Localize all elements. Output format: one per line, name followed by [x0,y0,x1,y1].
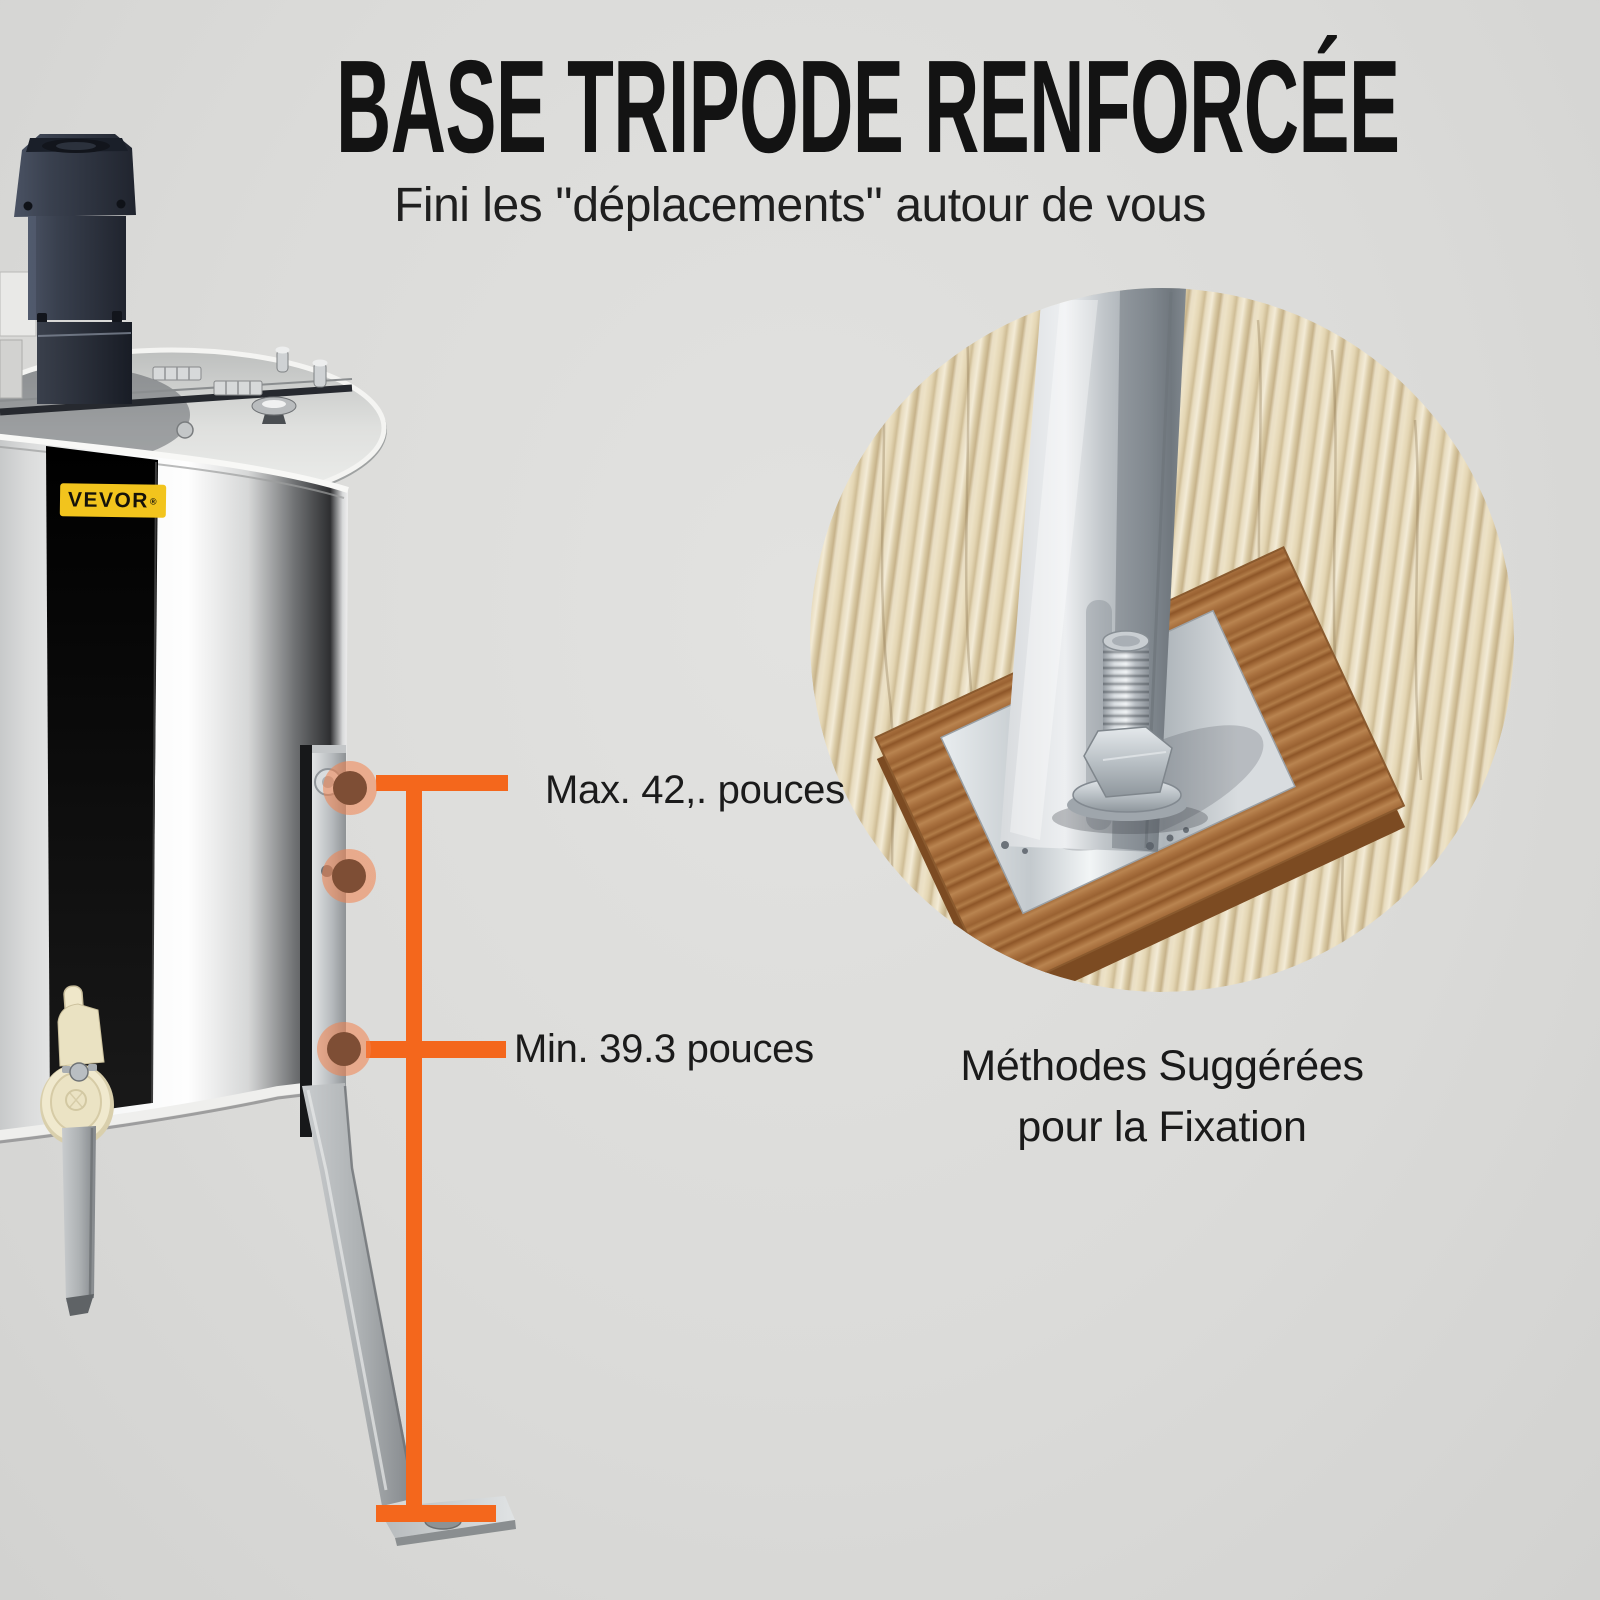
motor-body [28,216,126,320]
height-marker-dot-middle [332,859,366,893]
lid-hardware [152,346,328,439]
inset-caption-line2: pour la Fixation [1017,1103,1307,1151]
inset-photo-circle [810,288,1514,992]
page-title: BASE TRIPODE RENFORCÉE [336,33,1400,180]
brand-badge-text: VEVOR [67,487,150,513]
drum-black-stripe [46,446,158,1117]
lid-screw [176,421,194,439]
inset-nut [1052,726,1208,834]
measurement-tick-bottom [376,1505,496,1522]
lid-crossbar [0,384,353,416]
measurement-tick-max [376,775,508,791]
page-subtitle: Fini les ''déplacements'' autour de vous [394,179,1206,232]
min-measurement-label: Min. 39.3 pouces [514,1027,814,1071]
weld-marks [1001,827,1189,854]
brand-badge: VEVOR® [59,483,167,518]
extractor-machine [0,134,516,1546]
inset-caption-line1: Méthodes Suggérées [960,1042,1364,1090]
motor [0,134,136,404]
bracket-hole [321,865,333,877]
height-marker-dot-bottom [327,1032,361,1066]
motor-cap [14,134,136,217]
front-leg-foot [66,1294,94,1316]
drum [0,433,349,1144]
measurement-tick-min [366,1041,506,1058]
valve-cap [50,1072,102,1132]
valve-bolt [69,1062,89,1082]
height-marker-dot-top [333,771,367,805]
honey-gate-valve [40,985,114,1158]
inset-bolt [1102,630,1150,742]
front-leg [62,1126,96,1316]
measurement-line-vertical [406,776,422,1522]
inset-caption: Méthodes Suggérées pour la Fixation [860,1036,1464,1158]
lid-latch-pin [313,362,327,388]
max-measurement-label: Max. 42,. pouces [545,768,845,812]
leg-bracket [300,745,346,1145]
